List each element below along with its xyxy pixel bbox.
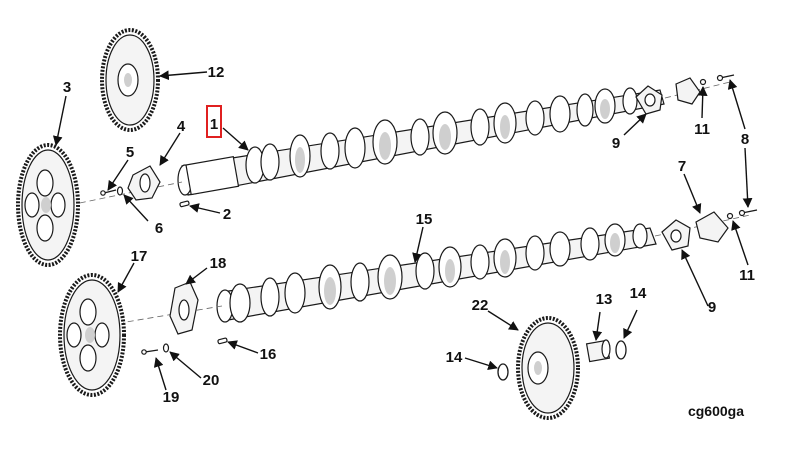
bolt-8-upper <box>716 74 735 82</box>
thrust-plate-18 <box>169 281 199 335</box>
leader-lines <box>52 70 753 391</box>
callout-6: 6 <box>155 220 163 237</box>
washer-6 <box>116 186 124 196</box>
key-2 <box>179 200 190 208</box>
ring-14-right <box>615 340 627 360</box>
callout-13: 13 <box>596 291 613 308</box>
callout-11-lower: 11 <box>739 267 755 284</box>
callout-7: 7 <box>678 158 686 175</box>
cover-9-upper <box>635 85 663 115</box>
callout-3: 3 <box>63 79 71 96</box>
callout-14-right: 14 <box>630 285 647 302</box>
callout-12: 12 <box>208 64 225 81</box>
callout-17: 17 <box>131 248 148 265</box>
cap-upper <box>675 77 701 105</box>
callout-19: 19 <box>163 389 180 406</box>
callout-9-lower: 9 <box>708 299 716 316</box>
callout-20: 20 <box>203 372 220 389</box>
bolt-8-lower <box>738 209 758 217</box>
plug-11-lower <box>726 212 734 220</box>
callout-2: 2 <box>223 206 231 223</box>
callout-22: 22 <box>472 297 489 314</box>
callout-8: 8 <box>741 131 749 148</box>
center-lines <box>69 81 751 326</box>
highlight-box <box>206 105 222 138</box>
bushing-13 <box>585 339 611 363</box>
cap-7 <box>695 211 729 243</box>
key-16 <box>217 337 228 345</box>
callout-18: 18 <box>210 255 227 272</box>
upper-camshaft <box>177 87 665 196</box>
callout-1: 1 <box>210 116 218 133</box>
callout-11-upper: 11 <box>694 121 710 138</box>
ring-14-left <box>497 363 509 381</box>
gear-3 <box>16 143 80 267</box>
lower-camshaft <box>216 223 657 323</box>
reference-code: cg600ga <box>688 403 744 419</box>
gear-12 <box>100 28 160 132</box>
plug-11-upper <box>699 78 707 86</box>
callout-9-upper: 9 <box>612 135 620 152</box>
callout-16: 16 <box>260 346 277 363</box>
washer-20 <box>162 343 170 353</box>
callout-4: 4 <box>177 118 186 135</box>
gear-22 <box>516 316 580 420</box>
callout-labels: 1 2 3 4 5 6 7 8 9 9 11 11 12 13 14 14 15… <box>63 64 755 406</box>
callout-14-left: 14 <box>446 349 463 366</box>
screw-19 <box>141 349 159 355</box>
callout-15: 15 <box>416 211 433 228</box>
callout-5: 5 <box>126 144 134 161</box>
screw-5 <box>100 189 117 196</box>
cover-9-lower <box>661 219 691 251</box>
thrust-plate-4 <box>127 165 161 201</box>
gear-17 <box>58 273 126 397</box>
